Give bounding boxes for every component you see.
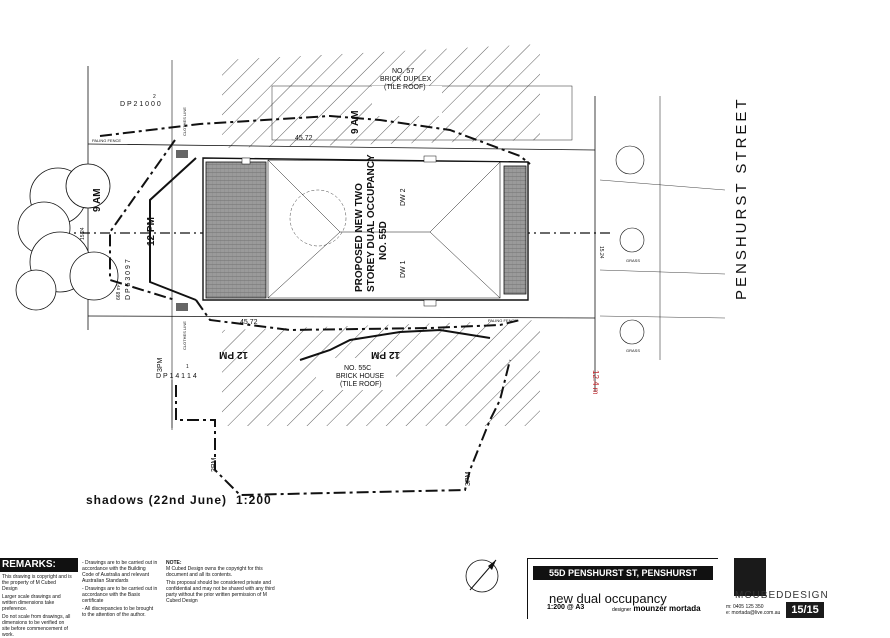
site-plan-drawing: D P 2 1 0 0 0 2 D P 1 4 1 1 4 1 D P 5 3 …: [15, 44, 750, 593]
copyright-notes: NOTE: M Cubed Design owns the copyright …: [166, 560, 276, 604]
paling-fence-bottom: PALING FENCE: [488, 318, 517, 323]
street-trees: [615, 145, 645, 345]
dim-bottom: 45.72: [240, 319, 258, 326]
north-arrow-icon: [465, 559, 499, 593]
grass-label-2: GRASS: [626, 348, 640, 353]
lot-label-bottom: D P 1 4 1 1 4: [156, 373, 197, 380]
tree-cluster: [15, 163, 119, 311]
note-line-1: - Drawings are to be carried out in acco…: [82, 560, 158, 584]
shadow-9am-left: 9 AM: [92, 188, 103, 212]
remarks-title: REMARKS:: [0, 558, 78, 572]
neighbor-bottom-roof: (TILE ROOF): [340, 381, 382, 388]
note-title: NOTE:: [166, 560, 182, 566]
clothes-line-top: CLOTHES LINE: [182, 107, 187, 136]
project-name: new dual occupancy: [549, 591, 667, 606]
brand-name: MCUBEDDESIGN: [735, 590, 829, 601]
paling-fence-top: PALING FENCE: [92, 138, 121, 143]
designer-label: designer: [612, 607, 632, 613]
shadow-12pm-right: 12 PM: [371, 349, 400, 360]
lot-label-top: D P 2 1 0 0 0: [120, 101, 161, 108]
contact-info: m: 0405 125 350 e: mortada@live.com.au: [726, 604, 780, 616]
building-shadow-outline: [149, 157, 491, 361]
title-block: [527, 558, 718, 619]
note-line-4: M Cubed Design owns the copyright for th…: [166, 566, 263, 578]
dim-right: 15.24: [598, 246, 604, 259]
designer-value: mounzer mortada: [633, 604, 701, 613]
shadow-3pm-right: 3PM: [465, 471, 472, 486]
area-label: 668 m²: [116, 284, 122, 300]
sheet-number: 15/15: [786, 602, 824, 618]
shadow-12pm-mid: 12 PM: [219, 349, 248, 360]
neighbor-bottom-type: BRICK HOUSE: [336, 373, 385, 380]
note-line-3: - All discrepancies to be brought to the…: [82, 606, 154, 618]
neighbor-top-roof: (TILE ROOF): [384, 84, 426, 91]
clothes-line-bottom: CLOTHES LINE: [182, 321, 187, 350]
shadow-lines: [99, 114, 531, 497]
drawing-caption: shadows (22nd June): [86, 493, 227, 507]
project-address: 55D PENSHURST ST, PENSHURST: [533, 566, 713, 580]
neighbor-bottom-number: NO. 55C: [344, 365, 371, 372]
bottom-boundary: [87, 315, 596, 319]
dw1-label: DW 1: [400, 260, 407, 278]
front-roof-area: [503, 165, 527, 295]
proposed-title-3: NO. 55D: [378, 221, 389, 260]
neighbor-top-number: NO. 57: [392, 68, 414, 75]
proposed-title-2: STOREY DUAL OCCUPANCY: [366, 154, 377, 292]
drawing-caption-scale: 1:200: [236, 493, 272, 507]
shadow-3pm-mid: 3PM: [211, 457, 218, 472]
logo-block: [734, 558, 766, 596]
dim-left: 15.24: [80, 227, 86, 240]
dim-top: 45.72: [295, 135, 313, 142]
shadow-3pm-left: 3PM: [157, 357, 164, 372]
remarks-text: This drawing is copyright and is the pro…: [2, 574, 72, 638]
shadow-9am-top: 9 AM: [350, 110, 361, 134]
neighbor-top-type: BRICK DUPLEX: [380, 76, 432, 83]
drawing-scale: 1:200 @ A3: [547, 604, 585, 611]
proposed-title: PROPOSED NEW TWO: [354, 183, 365, 292]
construction-notes: - Drawings are to be carried out in acco…: [82, 560, 158, 618]
lot-dp-left: D P 5 3 0 9 7: [125, 259, 132, 300]
contact-phone: m: 0405 125 350: [726, 604, 764, 610]
dw2-label: DW 2: [400, 188, 407, 206]
rear-roof-area: [205, 161, 267, 299]
note-line-5: This proposal should be considered priva…: [166, 580, 275, 604]
distance-label: 12.4 m: [591, 370, 600, 395]
designer-name: designer mounzer mortada: [612, 604, 701, 613]
street-name: PENSHURST STREET: [733, 96, 750, 300]
lot-number-bottom: 1: [186, 364, 189, 370]
remarks-line-1: This drawing is copyright and is the pro…: [2, 574, 72, 592]
grass-label-1: GRASS: [626, 258, 640, 263]
contact-email: e: mortada@live.com.au: [726, 610, 781, 616]
note-line-2: - Drawings are to be carried out in acco…: [82, 586, 158, 604]
remarks-line-2: Larger scale drawings and written dimens…: [2, 594, 61, 612]
lot-number-top: 2: [153, 94, 156, 100]
shadow-12pm-left: 12 PM: [146, 217, 157, 246]
